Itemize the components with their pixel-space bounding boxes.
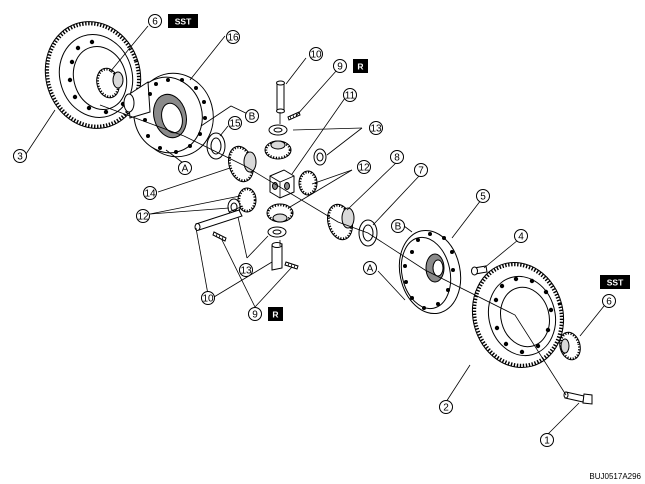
tag-sst-right: SST <box>600 275 630 289</box>
callout-9-bottom: 9 <box>248 307 262 321</box>
differential-case-right <box>398 229 462 315</box>
speedometer-gear-left <box>96 67 124 99</box>
svg-text:6: 6 <box>152 17 158 28</box>
reference-mark-b-left: B <box>245 109 259 123</box>
thrust-washer-15 <box>206 132 226 160</box>
svg-text:14: 14 <box>144 189 156 200</box>
thrust-washer-13-right <box>313 148 327 166</box>
bolt-1 <box>563 391 593 405</box>
svg-text:B: B <box>395 222 402 233</box>
callout-10-top: 10 <box>309 47 323 61</box>
pinion-gear-bottom <box>266 203 294 223</box>
roll-pin-bottom <box>284 261 299 270</box>
reference-mark-a-left: A <box>178 161 192 175</box>
svg-text:SST: SST <box>607 278 624 288</box>
callout-4: 4 <box>514 229 528 243</box>
callout-7: 7 <box>414 163 428 177</box>
svg-text:9: 9 <box>252 310 258 321</box>
svg-text:16: 16 <box>227 33 239 44</box>
callout-11: 11 <box>343 88 357 102</box>
leader-lines <box>25 25 605 436</box>
roll-pin-left <box>212 231 227 242</box>
svg-text:R: R <box>357 62 363 72</box>
tag-r-bottom: R <box>268 307 283 321</box>
thrust-washer-7 <box>358 219 378 247</box>
bolt-4 <box>471 265 488 276</box>
callout-8: 8 <box>390 150 404 164</box>
pinion-gear-top <box>264 140 292 160</box>
svg-text:13: 13 <box>370 124 382 135</box>
callout-12-left: 12 <box>136 209 150 223</box>
side-gear-8 <box>327 203 355 241</box>
svg-text:7: 7 <box>418 166 424 177</box>
pinion-shaft-bottom <box>271 242 283 271</box>
svg-text:10: 10 <box>202 294 214 305</box>
reference-mark-a-right: A <box>363 261 377 275</box>
callout-12-right: 12 <box>357 160 371 174</box>
callout-13-right: 13 <box>369 121 383 135</box>
svg-text:13: 13 <box>240 266 252 277</box>
speedometer-gear-right <box>559 331 581 361</box>
svg-text:5: 5 <box>480 192 486 203</box>
differential-case <box>123 72 214 158</box>
ring-gear-right <box>471 261 565 369</box>
callout-1: 1 <box>540 433 554 447</box>
pinion-shaft-top <box>276 80 285 114</box>
svg-text:SST: SST <box>175 17 192 27</box>
svg-text:2: 2 <box>443 403 449 414</box>
svg-text:9: 9 <box>337 62 343 73</box>
callout-15: 15 <box>228 116 242 130</box>
callout-3: 3 <box>13 149 27 163</box>
pinion-shaft-block <box>269 169 295 199</box>
callout-6-left: 6 <box>148 14 162 28</box>
figure-code: BUJ0517A296 <box>589 472 641 481</box>
svg-text:8: 8 <box>394 153 400 164</box>
tag-sst-left: SST <box>168 14 198 28</box>
svg-text:10: 10 <box>310 50 322 61</box>
callout-10-bottom: 10 <box>201 291 215 305</box>
svg-text:11: 11 <box>345 91 356 102</box>
svg-text:12: 12 <box>137 212 149 223</box>
svg-text:1: 1 <box>544 436 550 447</box>
svg-text:A: A <box>182 164 189 175</box>
callout-2: 2 <box>439 400 453 414</box>
svg-text:3: 3 <box>17 152 23 163</box>
svg-text:12: 12 <box>358 163 370 174</box>
svg-text:4: 4 <box>518 232 524 243</box>
thrust-washer-13-top <box>268 124 288 136</box>
pinion-shaft-long <box>194 209 243 231</box>
pinion-gear-left <box>237 187 257 213</box>
svg-text:6: 6 <box>606 297 612 308</box>
tag-r-top: R <box>353 59 368 73</box>
thrust-washer-13-bottom <box>267 226 287 238</box>
callout-14: 14 <box>143 186 157 200</box>
callout-6-right: 6 <box>602 294 616 308</box>
svg-text:A: A <box>367 264 374 275</box>
svg-text:B: B <box>249 112 256 123</box>
svg-text:R: R <box>272 310 278 320</box>
reference-mark-b-right: B <box>391 219 405 233</box>
callout-5: 5 <box>476 189 490 203</box>
callout-9-top: 9 <box>333 59 347 73</box>
assembly-lines <box>99 104 567 396</box>
callout-16: 16 <box>226 30 240 44</box>
callout-13-bottom: 13 <box>239 263 253 277</box>
svg-text:15: 15 <box>229 119 241 130</box>
